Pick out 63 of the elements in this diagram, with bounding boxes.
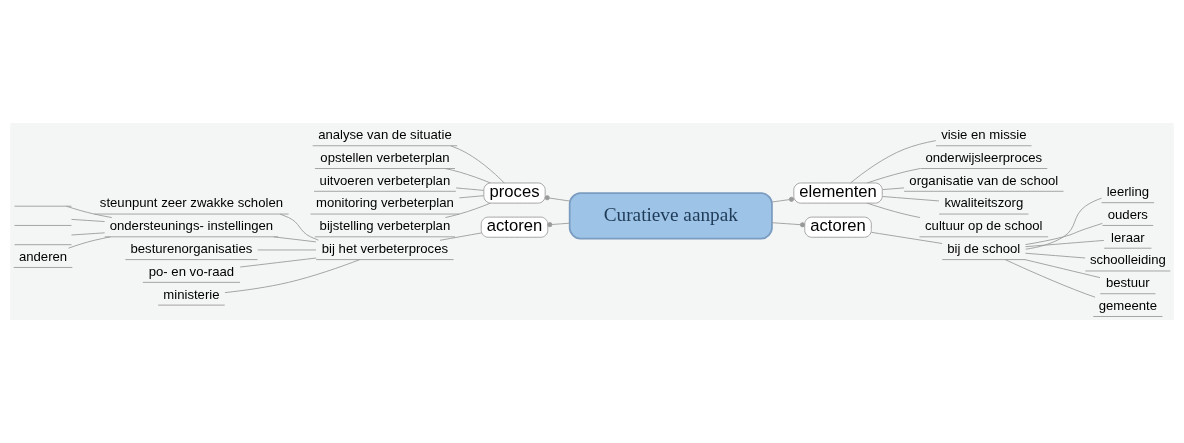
node-bar	[14, 244, 72, 246]
node-text: onderwijsleerproces	[925, 149, 1043, 165]
node-box: actoren	[804, 216, 872, 238]
node-box: actoren	[480, 216, 549, 238]
connector	[866, 202, 921, 218]
node-text: analyse van de situatie	[318, 127, 452, 143]
connector	[547, 222, 570, 228]
connector	[445, 202, 491, 218]
connector	[771, 222, 805, 228]
node-text: visie en missie	[941, 127, 1027, 143]
connector	[445, 168, 491, 184]
node-text: kwaliteitszorg	[944, 195, 1024, 211]
connector	[1024, 259, 1101, 279]
node-text: steunpunt zeer zwakke scholen	[99, 195, 283, 211]
node-box: proces	[483, 182, 546, 204]
node-box: Curatieve aanpak	[568, 192, 773, 240]
node-text: schoolleiding	[1089, 252, 1166, 268]
node-text: leraar	[1111, 229, 1145, 245]
connector	[257, 249, 317, 251]
connector	[68, 236, 111, 249]
connector	[771, 196, 794, 203]
connector	[1025, 197, 1102, 250]
node-text: monitoring verbeterplan	[315, 195, 454, 211]
node-text: cultuur op de school	[925, 218, 1043, 234]
connector	[882, 196, 940, 202]
node-text: uitvoeren verbeterplan	[319, 172, 451, 188]
node-text: besturenorganisaties	[130, 241, 253, 257]
connector	[224, 259, 361, 294]
node-box: elementen	[793, 182, 883, 204]
connector	[455, 187, 485, 191]
node-text: po- en vo-raad	[148, 263, 235, 279]
connector	[1004, 259, 1096, 298]
connector	[71, 218, 106, 222]
node-text: ministerie	[163, 286, 220, 302]
connector	[239, 257, 317, 268]
connector	[871, 231, 943, 244]
node-text: opstellen verbeterplan	[320, 149, 450, 165]
node-text: ouders	[1107, 206, 1148, 222]
connector	[66, 205, 113, 218]
connector	[450, 145, 505, 184]
connector	[544, 195, 571, 202]
node-text: ondersteunings- instellingen	[109, 218, 274, 234]
node-text: gemeente	[1098, 297, 1158, 313]
node-text: bestuur	[1105, 275, 1150, 291]
connector	[882, 187, 905, 191]
connector	[1025, 223, 1103, 246]
connector	[459, 195, 485, 199]
node-text: organisatie van de school	[909, 172, 1059, 188]
node-text: leerling	[1106, 184, 1149, 200]
connector	[1025, 252, 1086, 259]
node-bar	[14, 225, 72, 226]
connector	[866, 168, 921, 184]
connector	[439, 232, 482, 241]
connector	[279, 213, 319, 241]
connector	[273, 236, 317, 243]
node-text: bij de school	[947, 241, 1021, 257]
node-text: anderen	[18, 248, 68, 264]
connector	[850, 140, 937, 184]
node-text: bij het verbeterproces	[321, 241, 449, 257]
connector	[71, 232, 106, 236]
node-bar	[14, 205, 72, 207]
node-text: bijstelling verbeterplan	[319, 218, 451, 234]
connector	[1025, 240, 1105, 248]
